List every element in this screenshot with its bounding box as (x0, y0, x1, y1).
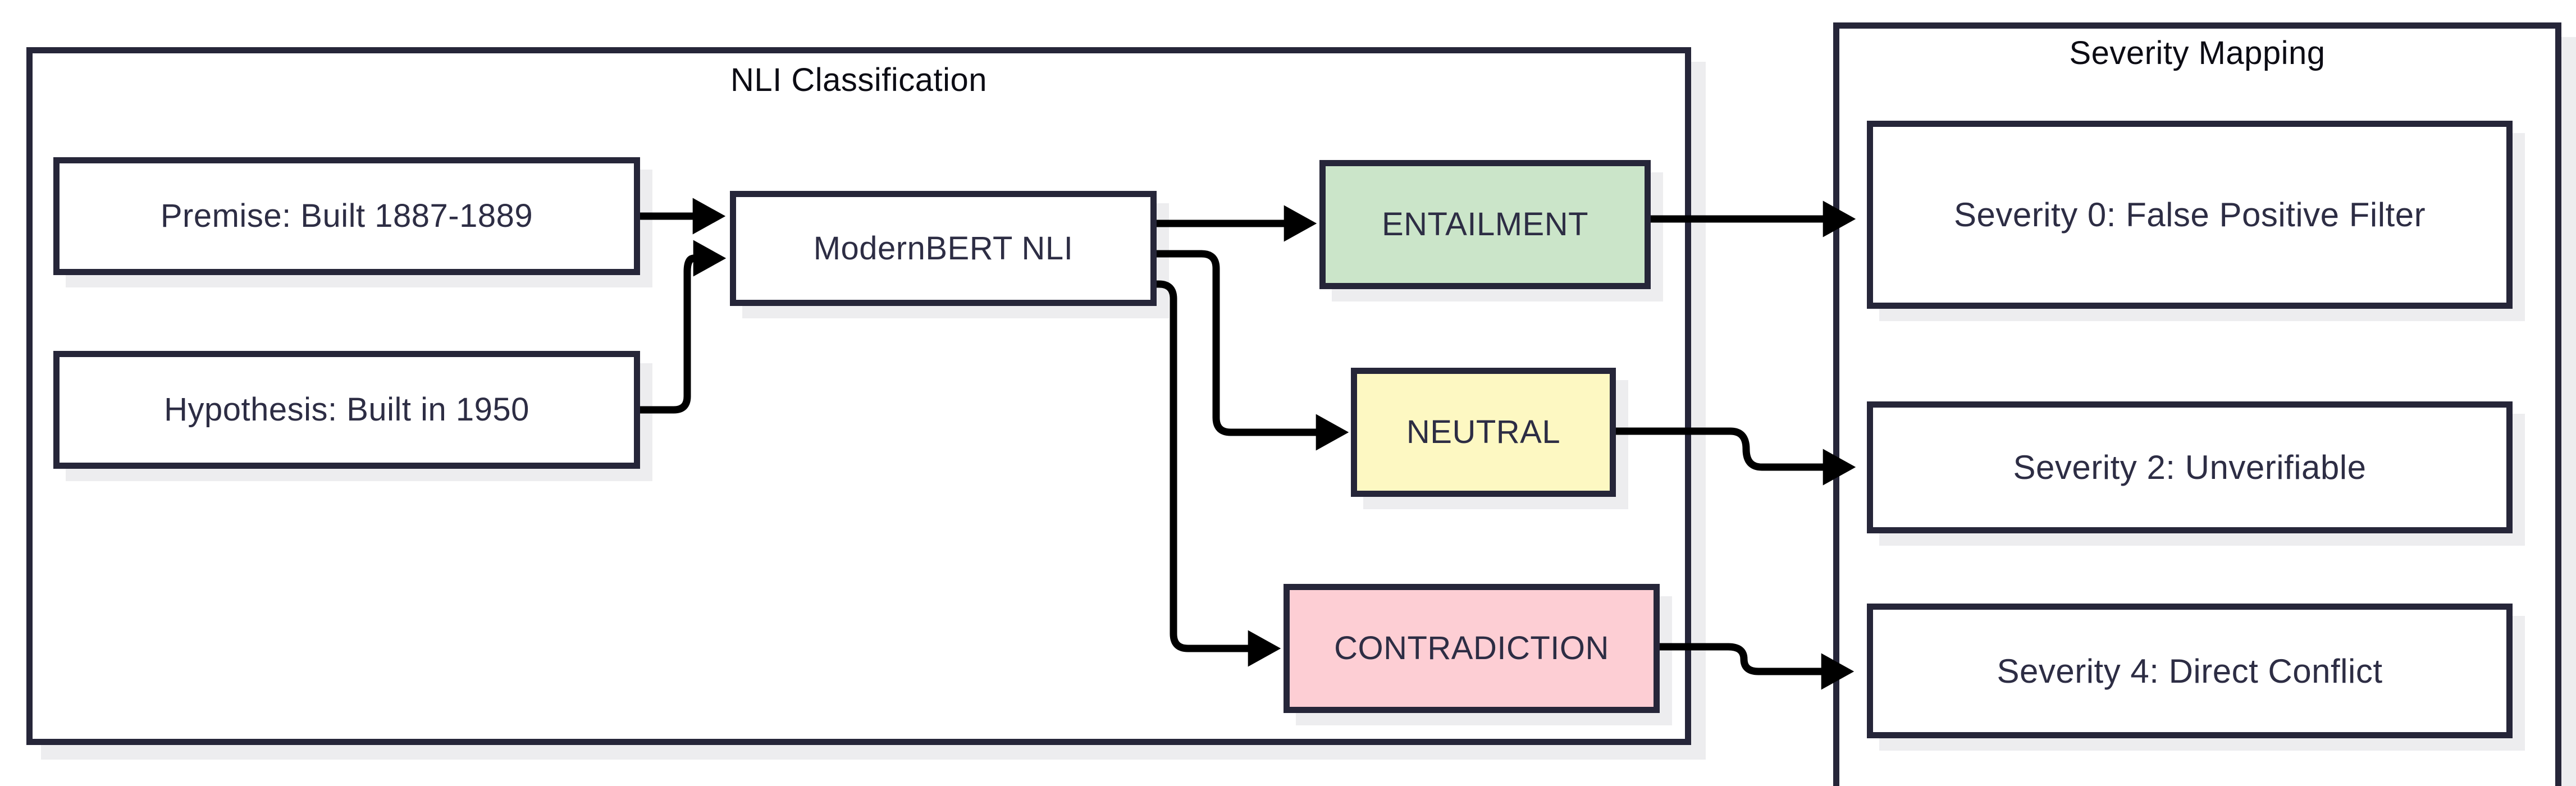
severity-4-node: Severity 4: Direct Conflict (1867, 604, 2513, 738)
severity-0-node-label: Severity 0: False Positive Filter (1953, 196, 2426, 234)
premise-node-label: Premise: Built 1887-1889 (160, 198, 533, 235)
hypothesis-node-label: Hypothesis: Built in 1950 (164, 391, 529, 428)
premise-node: Premise: Built 1887-1889 (53, 157, 640, 275)
severity-container-title: Severity Mapping (2069, 35, 2326, 71)
modernbert-nli-node-label: ModernBERT NLI (813, 230, 1074, 267)
hypothesis-node: Hypothesis: Built in 1950 (53, 351, 640, 469)
nli-container-title: NLI Classification (730, 62, 988, 98)
severity-0-node: Severity 0: False Positive Filter (1867, 121, 2513, 309)
severity-4-node-label: Severity 4: Direct Conflict (1997, 652, 2383, 690)
contradiction-node: CONTRADICTION (1284, 584, 1660, 713)
neutral-node: NEUTRAL (1351, 368, 1616, 497)
modernbert-nli-node: ModernBERT NLI (730, 191, 1157, 306)
entailment-node: ENTAILMENT (1319, 160, 1651, 289)
contradiction-node-label: CONTRADICTION (1334, 630, 1609, 667)
entailment-node-label: ENTAILMENT (1381, 206, 1589, 243)
severity-2-node: Severity 2: Unverifiable (1867, 401, 2513, 533)
neutral-node-label: NEUTRAL (1406, 414, 1561, 451)
severity-2-node-label: Severity 2: Unverifiable (2013, 449, 2367, 486)
